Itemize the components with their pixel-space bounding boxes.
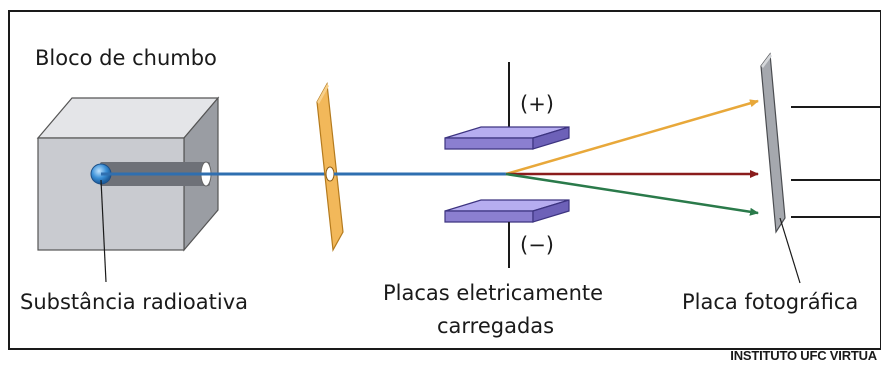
negative-plate bbox=[444, 199, 570, 268]
collimator-plate bbox=[316, 82, 344, 252]
label-lead-block: Bloco de chumbo bbox=[35, 46, 217, 70]
ray-alpha bbox=[505, 99, 759, 176]
label-photographic-plate: Placa fotográfica bbox=[682, 290, 859, 314]
label-plus: (+) bbox=[520, 92, 554, 116]
credit-text: INSTITUTO UFC VIRTUA bbox=[730, 348, 877, 363]
label-radioactive-substance: Substância radioativa bbox=[20, 290, 248, 314]
diagram-frame bbox=[8, 10, 881, 350]
label-charged-plates-line1: Placas eletricamente bbox=[383, 281, 604, 305]
plate-leader bbox=[779, 217, 801, 284]
positive-plate bbox=[444, 62, 570, 150]
lead-block-front bbox=[37, 137, 185, 251]
collimator-hole bbox=[325, 166, 335, 182]
source-leader bbox=[100, 179, 107, 283]
photographic-plate bbox=[760, 52, 786, 234]
label-charged-plates-line2: carregadas bbox=[437, 314, 555, 338]
label-minus: (−) bbox=[520, 233, 554, 257]
ray-beta bbox=[505, 172, 759, 216]
